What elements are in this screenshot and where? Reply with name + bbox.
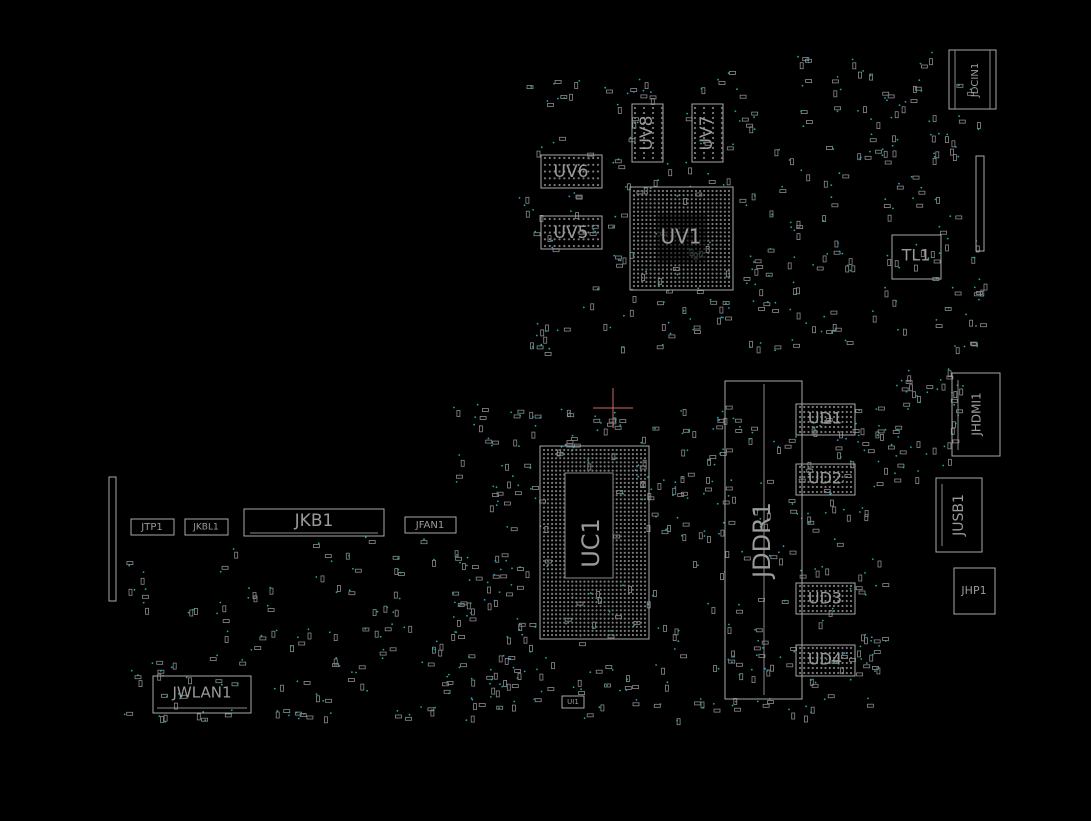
component-label: UV8: [637, 116, 657, 151]
component-jkb1[interactable]: JKB1: [243, 508, 385, 537]
passive-components-layer: [126, 57, 988, 726]
component-uv1[interactable]: UV1: [629, 186, 734, 291]
component-jdcin1[interactable]: JDCIN1: [948, 49, 997, 110]
component-uv7[interactable]: UV7: [691, 103, 724, 163]
component-ud3[interactable]: UD3: [795, 582, 856, 615]
component-label: JKB1: [294, 511, 334, 531]
component-label: JHDMI1: [970, 392, 984, 436]
component-label: UD2: [808, 469, 842, 488]
component-label: TL1: [901, 246, 931, 265]
component-edge-connector-right[interactable]: [975, 155, 985, 252]
component-label: JDDR1: [748, 502, 776, 580]
component-tl1[interactable]: TL1: [891, 234, 942, 280]
component-label: UC1: [577, 518, 605, 568]
component-ui1[interactable]: UI1: [561, 695, 585, 709]
component-uc1[interactable]: UC1: [539, 445, 650, 640]
component-label: JHP1: [960, 584, 986, 597]
component-uv8[interactable]: UV8: [631, 103, 664, 163]
component-jkbl1[interactable]: JKBL1: [184, 518, 229, 536]
component-label: UD1: [808, 409, 842, 428]
component-ud1[interactable]: UD1: [795, 403, 856, 436]
component-label: JFAN1: [415, 520, 444, 531]
component-label: JWLAN1: [172, 684, 232, 702]
component-uv5[interactable]: UV5: [540, 215, 603, 250]
component-label: JUSB1: [951, 494, 967, 537]
cursor-crosshair-icon: [593, 388, 633, 428]
component-label: UV1: [660, 225, 701, 249]
component-jwlan1[interactable]: JWLAN1: [152, 675, 252, 714]
component-jfan1[interactable]: JFAN1: [404, 516, 457, 534]
component-label: JDCIN1: [970, 63, 981, 98]
component-label: UI1: [567, 698, 579, 706]
component-ud4[interactable]: UD4: [795, 644, 856, 677]
component-label: UV6: [554, 162, 589, 182]
component-ud2[interactable]: UD2: [795, 463, 856, 496]
component-jhp1[interactable]: JHP1: [953, 567, 996, 615]
component-jtp1[interactable]: JTP1: [130, 518, 175, 536]
component-label: JKBL1: [192, 523, 218, 533]
component-jusb1[interactable]: JUSB1: [935, 477, 983, 553]
component-uv6[interactable]: UV6: [540, 154, 603, 189]
component-edge-connector-left[interactable]: [108, 476, 117, 602]
component-label: UV7: [697, 116, 717, 151]
testpoint-layer: [123, 51, 985, 723]
component-label: UD4: [808, 650, 842, 669]
component-label: UV5: [554, 223, 589, 243]
component-jhdmi1[interactable]: JHDMI1: [951, 372, 1001, 457]
component-jddr1[interactable]: JDDR1: [724, 380, 803, 700]
component-label: UD3: [808, 589, 842, 608]
component-label: JTP1: [140, 522, 162, 533]
